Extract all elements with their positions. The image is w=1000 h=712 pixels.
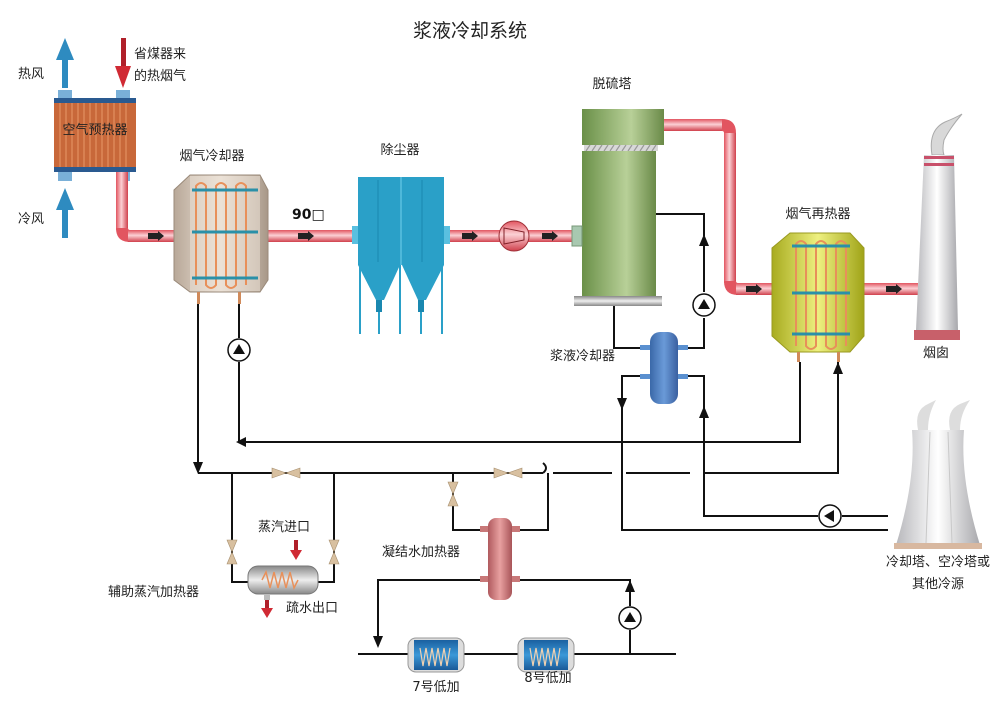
steam-inlet-label: 蒸汽进口 [258,520,310,535]
drain-outlet-label: 疏水出口 [286,601,338,616]
economizer-flue-gas-label-1: 省煤器来 [134,47,186,62]
steam-inlet-arrow-icon [290,540,302,560]
economizer-flue-gas-label-2: 的热烟气 [134,68,186,84]
aux-steam-heater [247,565,319,600]
aux-steam-heater-label: 辅助蒸汽加热器 [108,585,199,600]
lp-heater-7 [407,637,465,673]
cooling-tower-label-1: 冷却塔、空冷塔或 [886,555,990,570]
direction-arrow-icons [193,234,843,648]
air-preheater-label: 空气预热器 [62,122,127,138]
dust-collector-label: 除尘器 [380,143,419,158]
lp-heater-8 [517,637,575,673]
condensate-heater [480,518,520,600]
flue-gas-reheater-label: 烟气再热器 [785,206,850,222]
desulfurization-tower [571,109,664,306]
cooling-tower-label-2: 其他冷源 [912,577,964,592]
hot-air-label: 热风 [18,67,44,82]
valve-icons [226,467,523,565]
flue-gas-cooler-label: 烟气冷却器 [179,148,244,164]
diagram-title: 浆液冷却系统 [413,20,527,42]
slurry-cooler-label: 浆液冷却器 [550,349,615,364]
dust-collector [352,177,450,334]
air-preheater: 空气预热器 [54,90,136,181]
pump-icon [618,606,642,630]
lp-heater-7-label: 7号低加 [412,680,459,695]
cooling-tower [894,400,982,549]
chimney-label: 烟囱 [923,346,949,361]
pump-icon [227,338,251,362]
cold-air-label: 冷风 [18,212,44,227]
drain-outlet-arrow-icon [261,600,273,618]
slurry-cooler [640,332,688,404]
desulfurization-tower-label: 脱硫塔 [592,77,631,92]
temperature-label: 90□ [292,207,325,223]
flue-gas-cooler [173,174,269,304]
hot-air-arrow-icon [56,38,74,88]
flue-gas-reheater [771,232,865,362]
flow-arrow-icons [148,231,902,294]
cold-air-arrow-icon [56,188,74,238]
hot-flue-gas-arrow-icon [115,38,131,88]
pump-icon [818,504,842,528]
water-circuit-lines [197,213,888,655]
chimney [914,113,963,340]
booster-fan-icon [498,220,530,252]
pump-icon [692,293,716,317]
lp-heater-8-label: 8号低加 [524,671,571,686]
condensate-heater-label: 凝结水加热器 [382,544,460,560]
